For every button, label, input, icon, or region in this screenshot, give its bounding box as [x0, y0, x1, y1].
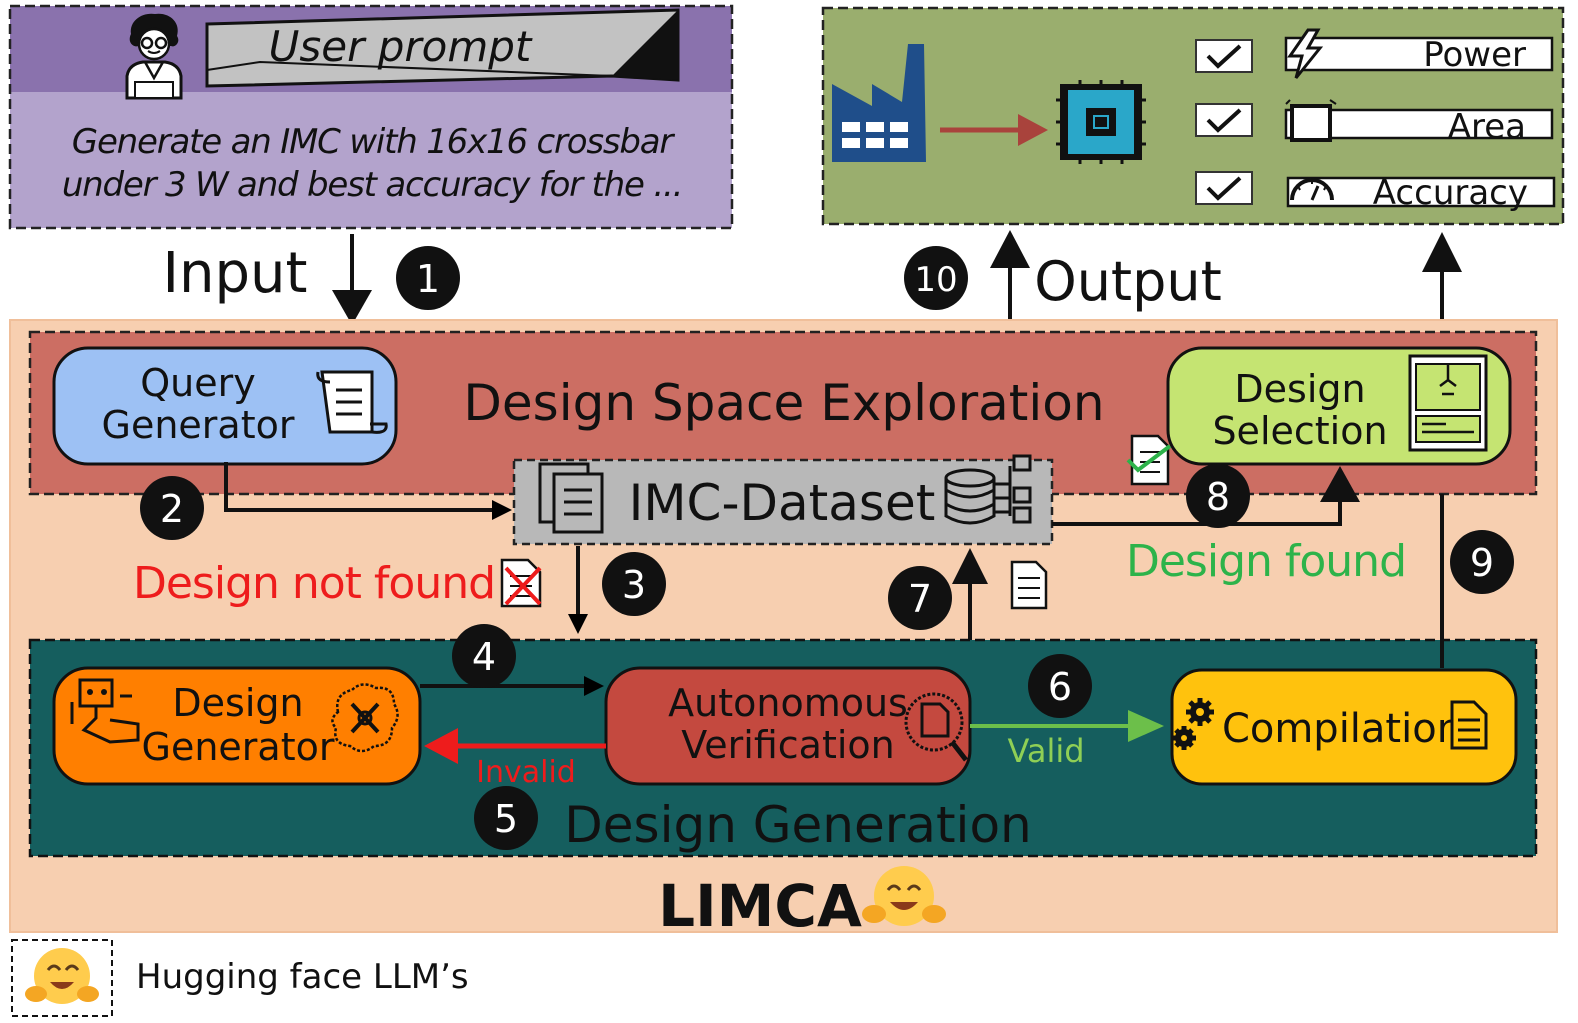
metric-label: Power [1423, 35, 1526, 75]
lightning-icon [1287, 28, 1324, 79]
document-rejected-icon [500, 558, 542, 608]
query-generator-line-2: Generator [102, 403, 295, 447]
scroll-icon [316, 370, 388, 434]
verification-line-1: Autonomous [668, 681, 908, 725]
query-generator-node[interactable]: Query Generator [52, 346, 398, 466]
input-arrow [332, 290, 372, 325]
compilation-node[interactable]: Compilation [1170, 668, 1518, 786]
square-icon [1285, 99, 1337, 142]
step-badge-3: 3 [602, 552, 666, 616]
svg-text:10: 10 [914, 260, 957, 300]
compilation-label: Compilation [1222, 706, 1462, 752]
svg-text:6: 6 [1048, 665, 1072, 709]
design-found-label: Design found [1126, 536, 1406, 587]
design-selection-line-2: Selection [1212, 409, 1387, 453]
svg-text:7: 7 [908, 577, 932, 621]
gears-icon [1172, 698, 1214, 750]
output-label: Output [1034, 250, 1222, 313]
output-arrow-metrics [1422, 232, 1462, 272]
valid-label: Valid [1007, 732, 1084, 770]
hugging-face-icon [862, 866, 946, 926]
user-prompt-label: User prompt [269, 22, 533, 71]
invalid-label: Invalid [476, 755, 576, 790]
step-badge-4: 4 [452, 624, 516, 688]
step-badge-9: 9 [1450, 530, 1514, 594]
design-generator-node[interactable]: Design Generator [52, 666, 422, 786]
user-prompt-box: User prompt Generate an IMC with 16x16 c… [8, 4, 734, 230]
document-check-icon [1126, 434, 1172, 486]
document-icon [1010, 560, 1048, 610]
gauge-icon [1290, 178, 1334, 201]
user-prompt-line-2: under 3 W and best accuracy for the ... [62, 165, 682, 205]
limca-label: LIMCA [658, 872, 862, 940]
step-badge-5: 5 [474, 786, 538, 850]
documents-icon [538, 462, 604, 534]
verification-line-2: Verification [681, 723, 895, 767]
metric-row-accuracy: Accuracy [1195, 171, 1556, 213]
checkmark-icon [1206, 108, 1242, 133]
robot-icon [70, 678, 140, 744]
hugging-face-icon [25, 948, 99, 1004]
design-selection-node[interactable]: Design Selection [1166, 346, 1512, 466]
output-arrow [990, 230, 1030, 268]
brain-gear-icon [331, 683, 399, 753]
step-badge-10: 10 [904, 246, 968, 310]
checkmark-icon [1206, 44, 1242, 69]
svg-text:9: 9 [1470, 541, 1494, 585]
design-generator-line-1: Design [172, 681, 303, 725]
imc-dataset-label: IMC-Dataset [629, 474, 936, 532]
claw-machine-icon [1408, 354, 1488, 452]
input-label: Input [162, 241, 307, 306]
user-avatar-icon [125, 13, 183, 100]
legend-text: Hugging face LLM’s [136, 957, 469, 997]
metric-row-power: Power [1195, 28, 1554, 79]
svg-text:8: 8 [1206, 475, 1230, 519]
step-badge-6: 6 [1028, 654, 1092, 718]
metric-label: Accuracy [1373, 173, 1528, 213]
edge-query-to-dataset [224, 462, 512, 520]
checkmark-icon [1206, 176, 1242, 201]
document-lines-icon [1450, 700, 1488, 750]
svg-text:1: 1 [416, 257, 440, 301]
magnifier-document-icon [904, 692, 968, 762]
svg-text:2: 2 [160, 487, 184, 531]
step-badge-8: 8 [1186, 464, 1250, 528]
imc-dataset-node[interactable]: IMC-Dataset [512, 454, 1054, 546]
generation-title: Design Generation [564, 796, 1031, 854]
factory-icon [832, 44, 926, 162]
output-box: Power Area Accuracy [821, 6, 1565, 226]
verification-node[interactable]: Autonomous Verification [604, 666, 972, 786]
chip-icon [1056, 80, 1146, 164]
step-badge-7: 7 [888, 566, 952, 630]
design-not-found-label: Design not found [133, 558, 495, 609]
user-prompt-banner [205, 8, 680, 88]
svg-text:3: 3 [622, 563, 646, 607]
metric-row-area: Area [1195, 99, 1554, 147]
design-generator-line-2: Generator [142, 725, 335, 769]
dse-title: Design Space Exploration [463, 374, 1104, 432]
svg-text:5: 5 [494, 797, 518, 841]
query-generator-line-1: Query [140, 361, 255, 405]
legend: Hugging face LLM’s [11, 939, 469, 1017]
step-badge-2: 2 [140, 476, 204, 540]
metric-label: Area [1448, 107, 1526, 147]
step-badge-1: 1 [396, 246, 460, 310]
edge-dataset-to-selection [1052, 498, 1342, 526]
user-prompt-line-1: Generate an IMC with 16x16 crossbar [72, 122, 676, 162]
design-selection-line-1: Design [1234, 367, 1365, 411]
database-icon [944, 454, 1032, 525]
svg-text:4: 4 [472, 635, 496, 679]
